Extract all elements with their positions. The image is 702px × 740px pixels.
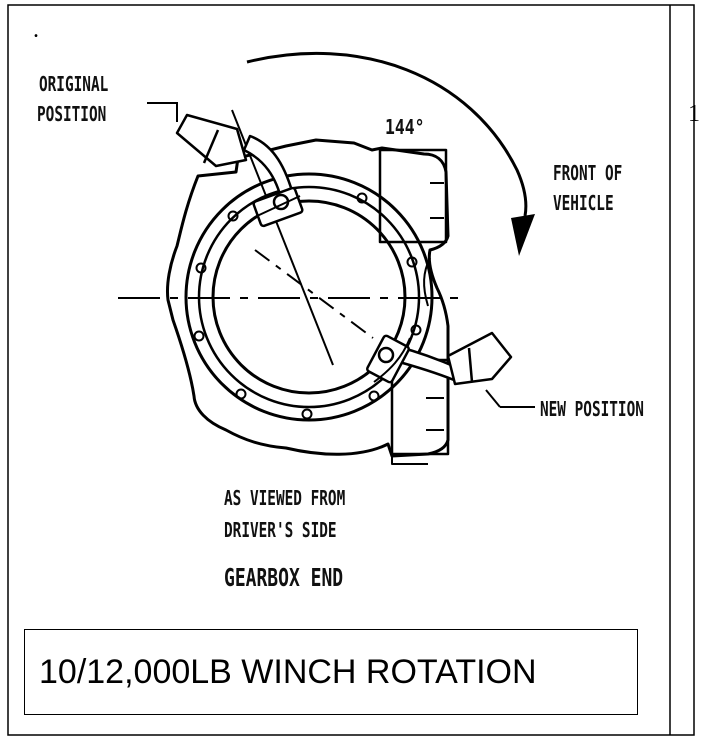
original-position-label-line2: POSITION [37,104,106,127]
new-axis-line [254,249,374,339]
bolt-hole [356,192,368,204]
as-viewed-from-label: AS VIEWED FROM [224,488,345,511]
inner-drum-ring [211,199,407,395]
new-grip-seam [467,347,474,383]
new-position-label: NEW POSITION [540,399,644,422]
housing-waist-curve [423,257,431,307]
angle-label: 144° [385,117,424,140]
gearbox-end-label: GEARBOX END [224,564,343,593]
leader-lines [147,102,535,408]
bolt-hole [410,324,422,336]
new-handle-grip [446,331,513,386]
new-clutch-handle [366,331,513,386]
outer-border [7,4,695,736]
page-frame [7,4,695,736]
flange-bolts [193,192,422,420]
rotation-arrowhead [511,214,535,256]
bolt-hole [195,262,207,274]
step-number: 1 [688,101,700,127]
rotation-arc [246,51,528,217]
new-base-line [373,337,411,383]
original-grip-seam [202,129,220,164]
gearbox-rings [184,172,434,422]
winch-rotation-caption: 10/12,000LB WINCH ROTATION [39,653,537,691]
corner-dot-mark: . [33,17,39,43]
bolt-hole [193,330,205,342]
outer-flange-ring [184,172,434,422]
drivers-side-label: DRIVER'S SIDE [224,520,337,543]
bolt-hole [227,210,239,222]
front-of-vehicle-label-line2: VEHICLE [553,193,614,216]
bolt-hole [368,390,380,402]
upper-mount-block [378,148,448,244]
drawing-labels: ORIGINAL POSITION 144° FRONT OF VEHICLE … [37,74,644,593]
middle-flange-ring [197,185,421,409]
original-position-leader [147,102,178,122]
bolt-hole [406,256,418,268]
front-of-vehicle-label-line1: FRONT OF [553,163,622,186]
original-clutch-handle [175,113,304,228]
caption-box: 10/12,000LB WINCH ROTATION [24,629,638,715]
original-base-line [256,195,301,217]
lower-foot-outline [391,454,428,465]
new-position-leader-diagonal [485,389,501,408]
bolt-hole [235,388,247,400]
bolt-hole [301,408,313,420]
new-clutch-pivot [377,346,395,364]
rotation-arrow [246,51,535,256]
original-position-label-line1: ORIGINAL [39,74,108,97]
original-handle-grip [175,113,248,168]
